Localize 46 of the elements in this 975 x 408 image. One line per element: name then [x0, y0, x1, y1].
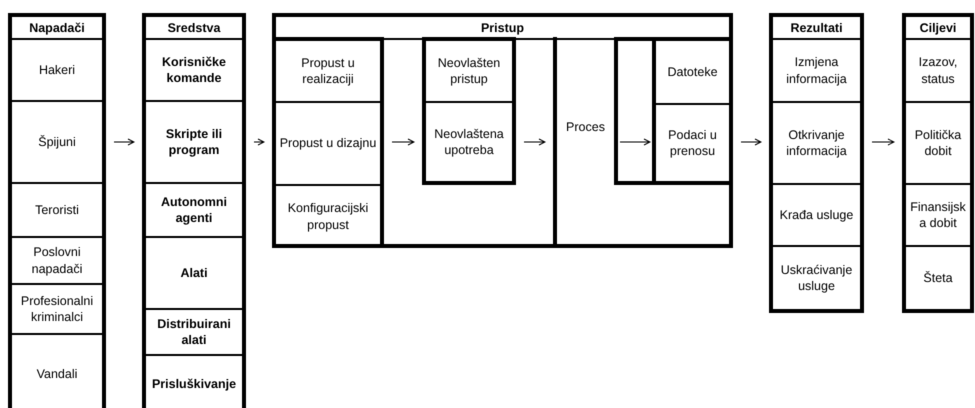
row-label: Autonomni agenti — [160, 194, 228, 226]
row-label: Propust u realizaciji — [300, 54, 356, 88]
row-label: Otkrivanje informacija — [785, 126, 848, 160]
row-label: Distribuirani alati — [156, 316, 232, 348]
row-label: Prisluškivanje — [152, 376, 236, 393]
column-header: Sredstva — [166, 20, 222, 36]
column-header: Napadači — [28, 20, 86, 37]
row-label: Uskraćivanje usluge — [780, 262, 854, 294]
arrow — [524, 138, 546, 146]
row-label: Neovlaštena upotreba — [433, 126, 505, 158]
table-column — [8, 13, 106, 408]
row-label: Konfiguracijski propust — [286, 200, 370, 233]
row-label: Profesionalni kriminalci — [20, 292, 94, 326]
bordered-box — [422, 37, 516, 185]
row-label: Šteta — [923, 270, 953, 286]
row-label: Podaci u prenosu — [667, 126, 718, 160]
row-label: Vandali — [36, 366, 78, 382]
table-column — [142, 13, 246, 408]
row-label: Korisničke komande — [161, 54, 227, 86]
row-label: Izazov, status — [918, 54, 958, 87]
row-label: Neovlašten pristup — [436, 54, 502, 88]
row-label: Hakeri — [38, 62, 76, 78]
row-label: Proces — [566, 118, 605, 136]
row-label: Propust u dizajnu — [280, 135, 376, 152]
row-label: Teroristi — [35, 202, 79, 218]
row-label: Datoteke — [667, 64, 718, 80]
column-header: Ciljevi — [918, 20, 958, 37]
row-label: Krađa usluge — [780, 206, 854, 224]
arrow — [392, 138, 414, 146]
row-label: Izmjena informacija — [785, 54, 848, 87]
arrow — [872, 138, 894, 146]
row-label: Skripte ili program — [164, 126, 224, 158]
row-label: Politička dobit — [914, 126, 962, 160]
table-column — [902, 13, 974, 313]
column-header: Pristup — [480, 20, 526, 37]
arrow — [254, 138, 264, 146]
column-header: Rezultati — [789, 20, 844, 36]
table-column — [272, 13, 733, 248]
arrow — [740, 138, 762, 146]
table-column — [769, 13, 864, 313]
row-label: Poslovni napadači — [30, 244, 84, 277]
row-label: Alati — [180, 264, 208, 282]
row-label: Finansijska dobit — [909, 198, 967, 232]
arrow — [620, 138, 650, 146]
row-label: Špijuni — [38, 134, 76, 150]
arrow — [114, 138, 134, 146]
